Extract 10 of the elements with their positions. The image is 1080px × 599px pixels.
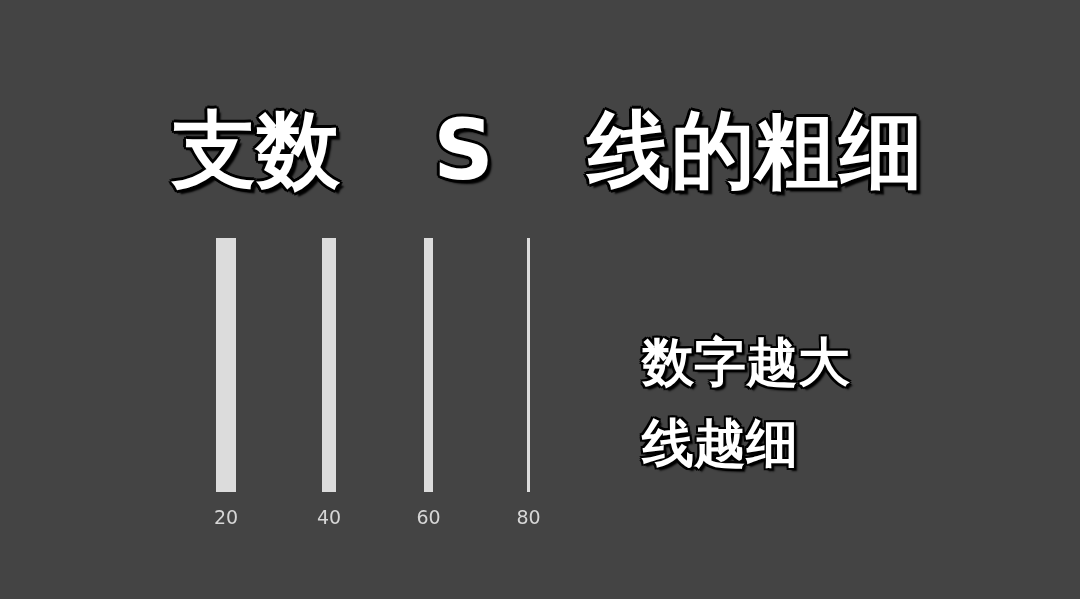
count-label: 20 (213, 506, 239, 529)
thickness-bar (527, 238, 530, 492)
thickness-bar (216, 238, 236, 492)
count-label: 60 (416, 506, 441, 529)
note-text: 数字越大线越细 (642, 331, 850, 475)
thickness-bar (424, 238, 433, 492)
thickness-bar (322, 238, 336, 492)
count-label: 40 (316, 506, 342, 529)
count-label: 80 (516, 506, 541, 529)
title: 支数 S 线的粗细 (172, 100, 923, 201)
